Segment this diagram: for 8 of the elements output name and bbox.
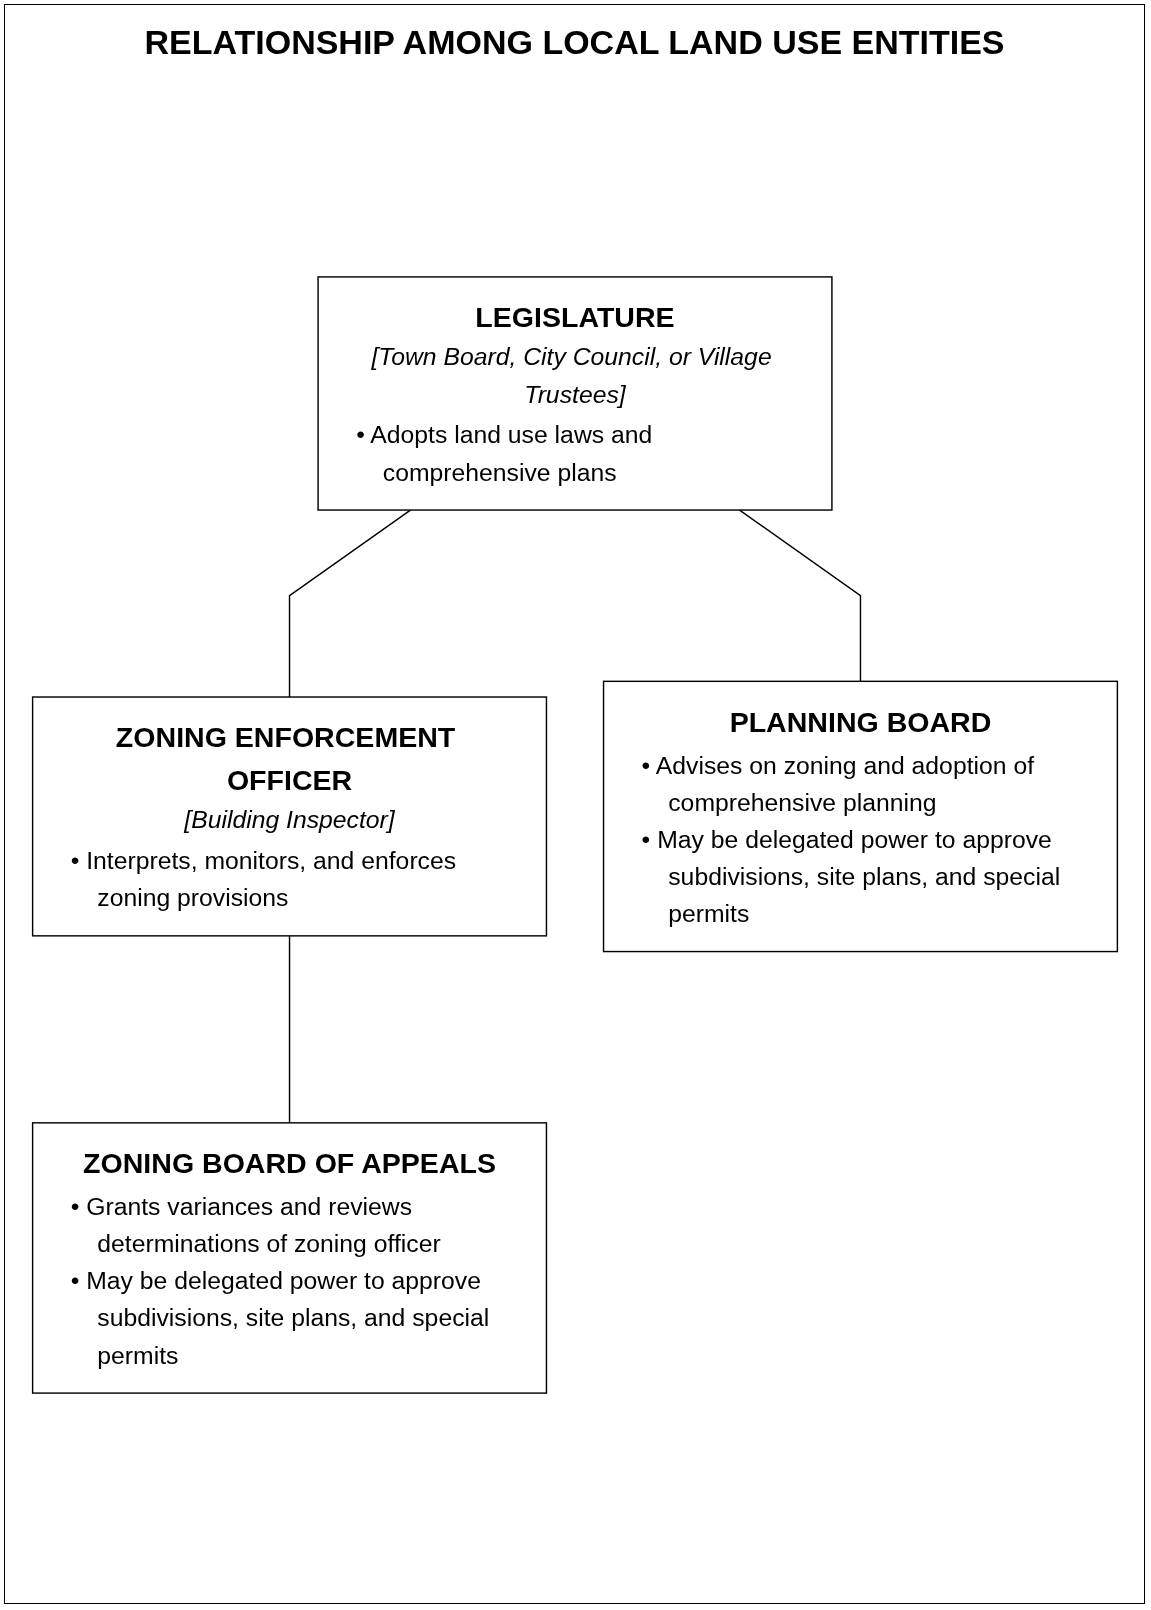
node-box: ZONING BOARD OF APPEALS • Grants variances and reviews determinations of zoning officer • May be delegated power to approve subdivisions, site plans, and special permits <box>31 1122 548 1394</box>
diagram-title: RELATIONSHIP AMONG LOCAL LAND USE ENTITIES <box>143 23 1006 62</box>
connector <box>288 935 291 1124</box>
node-box: ZONING ENFORCEMENT OFFICER [Building Inspector] • Interprets, monitors, and enforces zoning provisions <box>31 696 548 937</box>
node-box: LEGISLATURE [Town Board, City Council, or Village Trustees] • Adopts land use laws and comprehensive plans <box>317 276 833 511</box>
node-box: PLANNING BOARD • Advises on zoning and adoption of comprehensive planning • May be delegated power to approve subdivisions, site plans, and special permits <box>602 680 1119 953</box>
connector <box>738 509 862 683</box>
connector <box>288 509 412 698</box>
